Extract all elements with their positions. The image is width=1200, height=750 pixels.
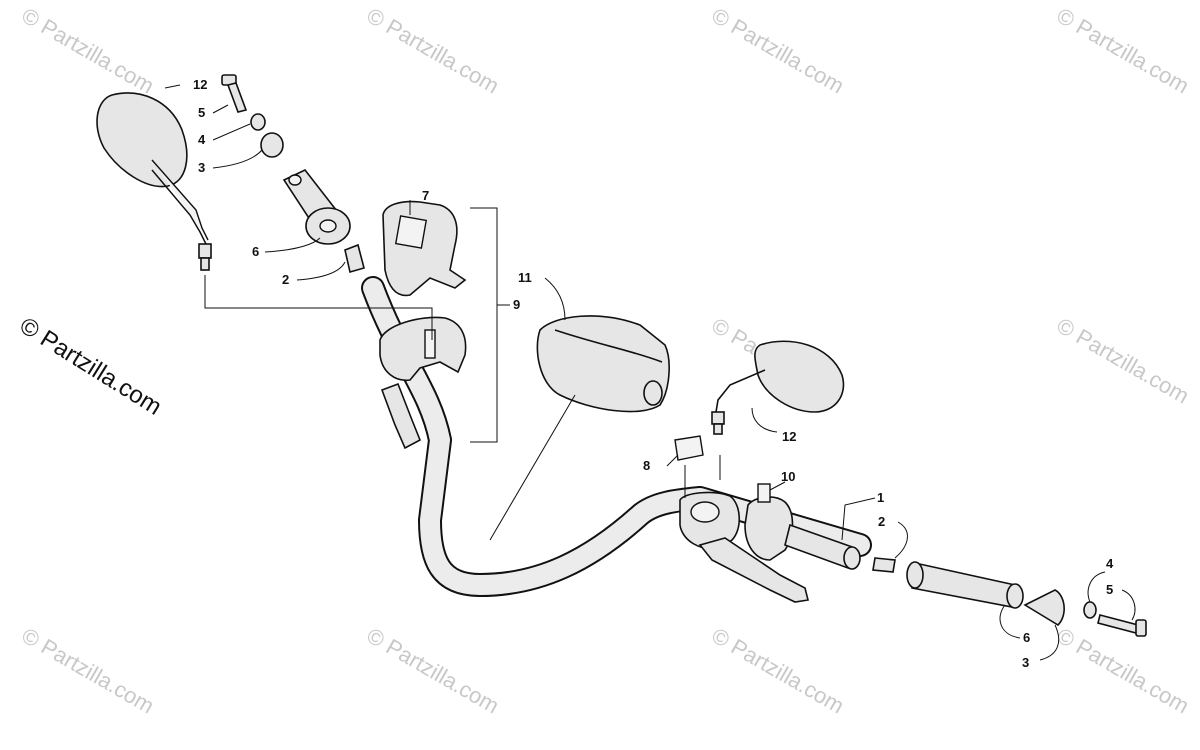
callout-12: 12 [782, 429, 796, 444]
left-sleeve [344, 243, 365, 274]
callout-12: 12 [193, 77, 207, 92]
callout-9: 9 [513, 297, 520, 312]
callout-3: 3 [198, 160, 205, 175]
callout-2: 2 [878, 514, 885, 529]
callouts: 12 5 4 3 6 2 7 9 11 12 8 10 1 2 4 5 6 3 [193, 77, 1114, 670]
decal [674, 435, 704, 461]
side-watermark: © Partzilla.com [15, 312, 166, 421]
switch-housing-top [382, 200, 467, 297]
crossbar-pad [536, 315, 670, 413]
callout-10: 10 [781, 469, 795, 484]
handlebar [361, 276, 872, 597]
callout-7: 7 [422, 188, 429, 203]
watermark: © Partzilla.com [363, 623, 504, 719]
left-grip [282, 169, 351, 245]
watermark: © Partzilla.com [708, 623, 849, 719]
switch-housing-bottom [379, 316, 467, 450]
callout-3: 3 [1022, 655, 1029, 670]
throttle-switch [744, 483, 794, 561]
watermark: © Partzilla.com [363, 3, 504, 99]
callout-2: 2 [282, 272, 289, 287]
right-hardware [1023, 589, 1147, 637]
callout-8: 8 [643, 458, 650, 473]
callout-5: 5 [1106, 582, 1113, 597]
callout-4: 4 [1106, 556, 1114, 571]
callout-11: 11 [518, 270, 532, 285]
watermark: © Partzilla.com [18, 3, 159, 99]
callout-1: 1 [877, 490, 884, 505]
right-mirror [711, 340, 845, 435]
right-throttle-tube [784, 523, 861, 570]
callout-4: 4 [198, 132, 206, 147]
callout-5: 5 [198, 105, 205, 120]
leader-lines [164, 84, 1136, 661]
watermark: © Partzilla.com [708, 3, 849, 99]
watermark: © Partzilla.com [1053, 313, 1194, 409]
callout-6: 6 [1023, 630, 1030, 645]
left-hardware [221, 74, 284, 158]
watermark: © Partzilla.com [18, 623, 159, 719]
watermark: © Partzilla.com [1053, 3, 1194, 99]
brake-master-cylinder [679, 491, 809, 603]
left-mirror [96, 92, 212, 271]
callout-6: 6 [252, 244, 259, 259]
watermark: © Partzilla.com [1053, 623, 1194, 719]
right-grip [906, 561, 1024, 609]
right-sleeve [872, 557, 896, 573]
